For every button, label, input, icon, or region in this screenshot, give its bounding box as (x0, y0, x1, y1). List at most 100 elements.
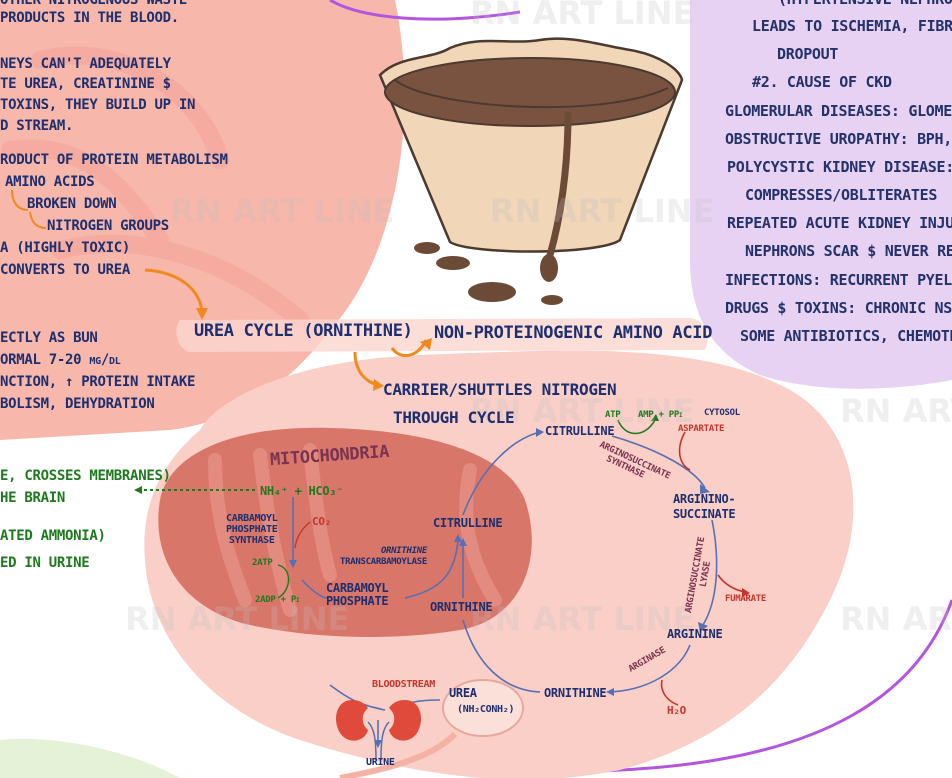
carbamoyl-line: CARBAMOYL (326, 581, 389, 595)
right-text-line: COMPRESSES/OBLITERATES (745, 186, 938, 204)
left-text-line: NCTION, ↑ PROTEIN INTAKE (0, 374, 196, 390)
cps-line: SYNTHASE (228, 535, 275, 546)
atp2-label: 2ATP (252, 558, 273, 568)
co2-arrow (294, 521, 311, 549)
watermark: RN ART LINE (490, 192, 715, 230)
urea-cycle-band (176, 318, 708, 352)
left-text-line: D STREAM. (0, 118, 74, 134)
green-dotted-arrowhead (134, 486, 142, 494)
cps-line: CARBAMOYL (226, 513, 278, 524)
cytosol-label: CYTOSOL (704, 408, 740, 418)
left-blob-veins (1, 46, 309, 329)
watermark: RN ART LINE (470, 392, 695, 430)
urea-ribbon (339, 731, 458, 778)
cps-line: PHOSPHATE (226, 524, 278, 535)
right-text-line: REPEATED ACUTE KIDNEY INJURY (727, 214, 952, 232)
right-text-line: LEADS TO ISCHEMIA, FIBROS (752, 17, 952, 35)
right-text-line: DROPOUT (777, 45, 839, 63)
left-lower-line: HE BRAIN (0, 490, 66, 506)
watermark: RN ART LINE (470, 0, 695, 32)
kidney-icon (336, 700, 421, 761)
citrulline-top: CITRULLINE (545, 424, 615, 438)
argininosuccinate-label: ARGININO- SUCCINATE (673, 492, 736, 522)
left-text-line: BROKEN DOWN (27, 196, 117, 212)
orange-arrow-left (144, 268, 204, 313)
left-text-line: AMINO ACIDS (5, 174, 95, 190)
atp2-arrow (277, 564, 290, 599)
right-text-line: (HYPERTENSIVE NEPHRO (778, 0, 952, 8)
aspartate-label: ASPARTATE (678, 424, 725, 434)
cycle-arrows (292, 431, 718, 740)
orange-arrow-nitrogen (29, 211, 47, 229)
fumarate-arrowhead (742, 588, 750, 597)
otc-line: TRANSCARBAMOYLASE (340, 557, 428, 567)
left-text-line: NEYS CAN'T ADEQUATELY (0, 56, 171, 72)
bloodstream-label: BLOODSTREAM (372, 679, 435, 690)
urine-label: URINE (366, 757, 395, 768)
co2-label: CO₂ (312, 515, 331, 528)
atp-label: ATP (605, 410, 621, 420)
left-text-line: CONVERTS TO UREA (0, 262, 131, 278)
left-lower-line: ED IN URINE (0, 555, 90, 571)
cycle-arrowheads (289, 428, 710, 748)
watermark: RN ART LINE (840, 600, 952, 638)
watermark: RN ART LINE (840, 392, 952, 430)
left-text-line: ORMAL 7-20 mg/dl (0, 352, 121, 368)
urea-oval (442, 679, 524, 737)
left-text-line: RODUCT OF PROTEIN METABOLISM (0, 152, 228, 168)
left-text-line: TOXINS, THEY BUILD UP IN (0, 97, 196, 113)
carrier-label: CARRIER/SHUTTLES NITROGEN (383, 380, 617, 399)
urea-cycle-title: UREA CYCLE (ORNITHINE) (194, 321, 413, 341)
right-text-line: #2. CAUSE OF CKD (752, 73, 892, 91)
aspartate-arrow (678, 431, 691, 471)
citrulline-inner: CITRULLINE (433, 516, 503, 530)
right-text-line: DRUGS $ TOXINS: CHRONIC NSAI (725, 299, 952, 317)
left-text-line: PRODUCTS IN THE BLOOD. (0, 10, 179, 26)
left-text-line: ECTLY AS BUN (0, 330, 98, 346)
purple-outline-top (329, 0, 521, 21)
argininosuccinate-line: ARGININO- (673, 492, 736, 506)
right-text-line: NEPHRONS SCAR $ NEVER REC (745, 242, 952, 260)
urea-label: UREA (449, 686, 477, 700)
orange-arrowhead-carrier (373, 379, 384, 391)
carrier-label: THROUGH CYCLE (393, 408, 515, 427)
ornithine-inner: ORNITHINE (430, 600, 493, 614)
adp2-label: 2ADP + Pi (255, 595, 300, 605)
coffee-filter-illustration (378, 37, 684, 305)
right-text-line: SOME ANTIBIOTICS, CHEMOTH (740, 327, 952, 345)
ornithine-bottom: ORNITHINE (544, 686, 607, 700)
left-text-line: OTHER NITROGENOUS WASTE (0, 0, 187, 8)
fumarate-label: FUMARATE (725, 594, 766, 604)
left-text-line: A (HIGHLY TOXIC) (0, 240, 131, 256)
atp-arrowhead (651, 414, 659, 421)
purple-blob (690, 0, 952, 389)
non-proteinogenic-label: NON-PROTEINOGENIC AMINO ACID (434, 323, 713, 343)
watermark: RN ART LINE (170, 192, 395, 230)
left-text-line: BOLISM, DEHYDRATION (0, 396, 155, 412)
urea-formula-label: (NH₂CONH₂) (457, 704, 515, 715)
h2o-arrow (660, 679, 679, 706)
right-text-line: POLYCYSTIC KIDNEY DISEASE: CY (727, 158, 952, 176)
left-text-line: TE UREA, CREATININE $ (0, 76, 171, 92)
right-text-line: INFECTIONS: RECURRENT PYELO (725, 271, 952, 289)
argininosuccinate-line: SUCCINATE (673, 507, 736, 521)
h2o-label: H₂O (667, 704, 686, 717)
watermark: RN ART LINE (470, 600, 695, 638)
mitochondria-cristae (208, 443, 502, 617)
orange-arrowhead-urea (420, 338, 432, 350)
right-text-line: OBSTRUCTIVE UROPATHY: BPH, S (725, 130, 952, 148)
arginine-label: ARGININE (667, 627, 723, 641)
bottom-left-blob (0, 738, 180, 778)
orange-arrowhead-left (196, 308, 208, 320)
left-lower-line: ATED AMMONIA) (0, 528, 106, 544)
left-text-line: NITROGEN GROUPS (47, 218, 169, 234)
amp-label: AMP + PPi (638, 410, 683, 420)
otc-line: ORNITHINE (380, 546, 428, 556)
nh4-label: NH₄⁺ + HCO₃⁻ (260, 484, 344, 498)
otc-label: ORNITHINE TRANSCARBAMOYLASE (340, 546, 427, 568)
watermark: RN ART LINE (125, 600, 350, 638)
right-text-line: GLOMERULAR DISEASES: GLOMER (725, 102, 952, 120)
left-lower-line: E, CROSSES MEMBRANES) (0, 468, 171, 484)
carbamoyl-line: PHOSPHATE (326, 594, 389, 608)
